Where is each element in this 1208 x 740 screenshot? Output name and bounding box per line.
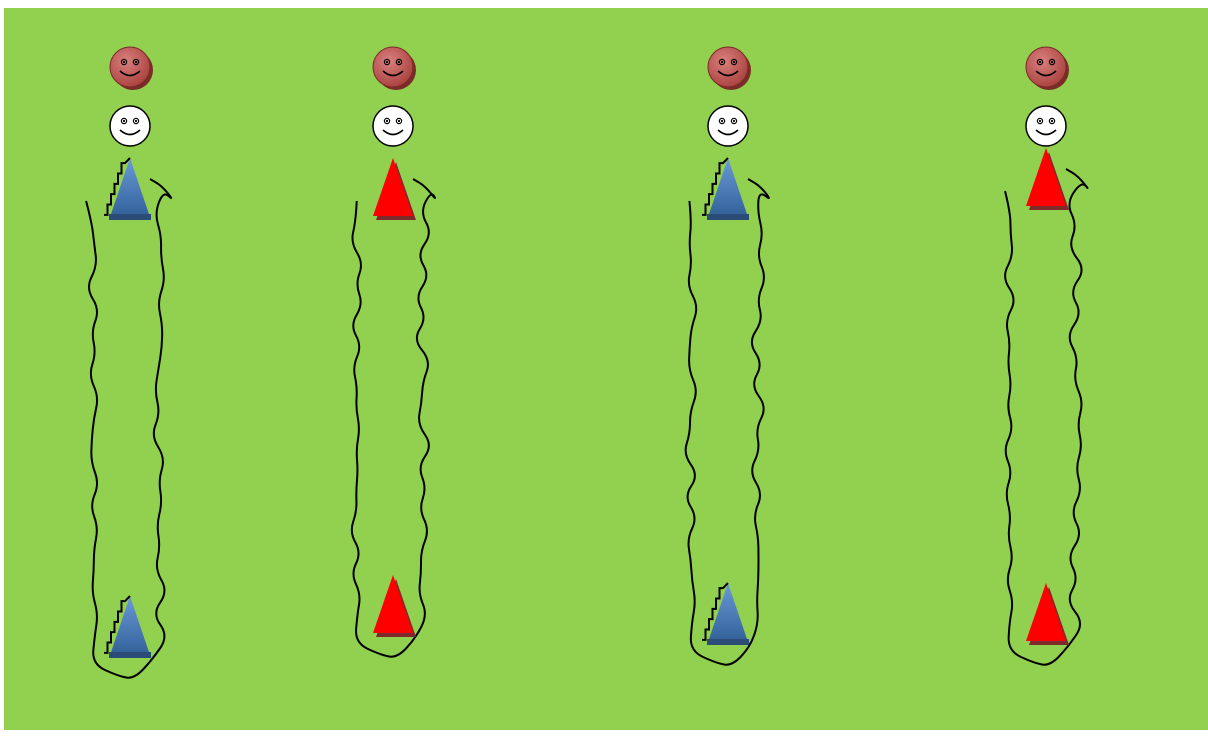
player-white-3	[708, 106, 748, 146]
player-white-1	[110, 106, 150, 146]
player-white-2	[373, 106, 413, 146]
grass-background	[4, 8, 1208, 730]
player-white-4	[1026, 106, 1066, 146]
